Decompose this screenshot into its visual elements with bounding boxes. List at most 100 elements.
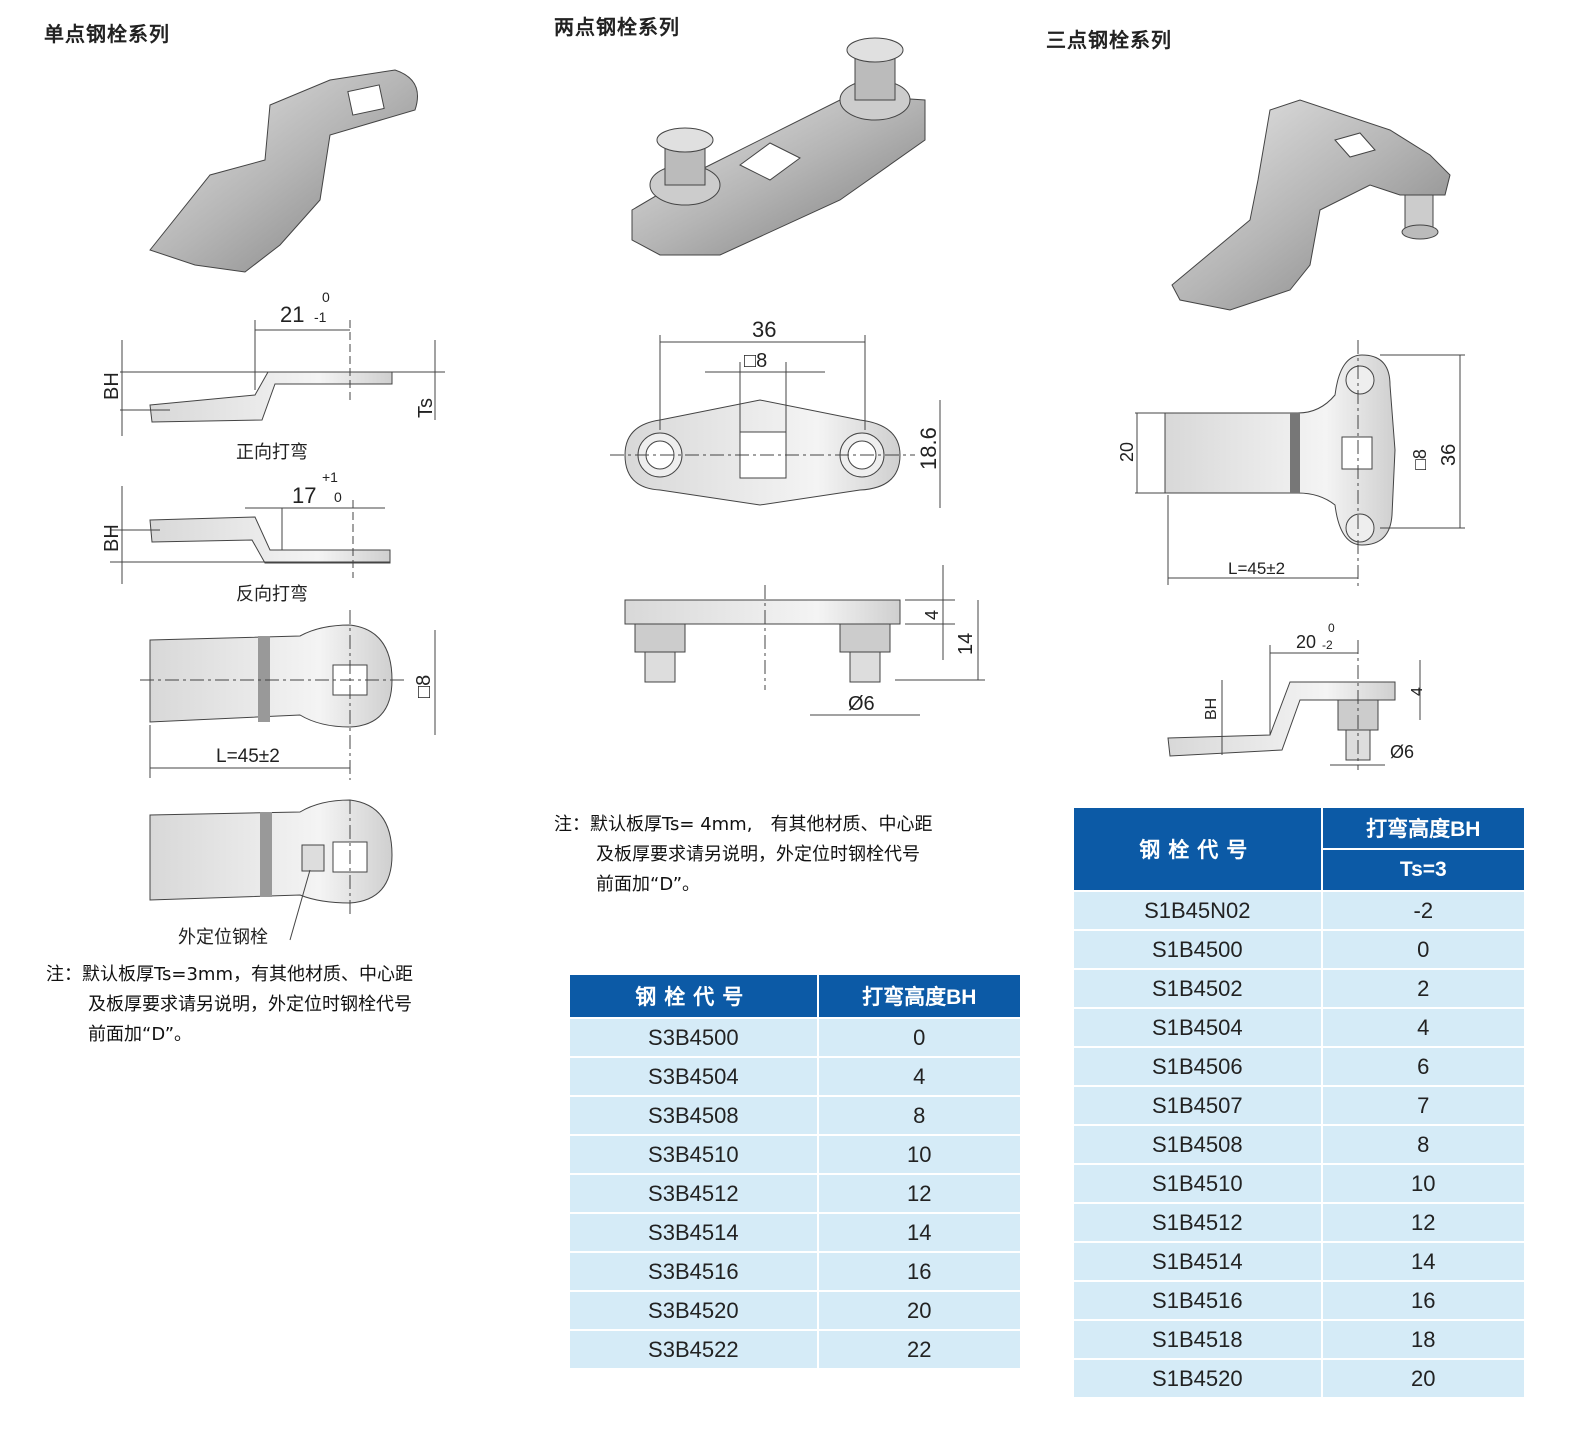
cell-code: S1B4520 — [1072, 1358, 1323, 1399]
cell-bh: 8 — [1320, 1124, 1527, 1165]
cell-bh: 8 — [816, 1095, 1023, 1136]
triple-latch-render — [1171, 99, 1451, 311]
cell-bh: 10 — [1320, 1163, 1527, 1204]
dim-36: 36 — [1438, 444, 1460, 466]
dim-14: 14 — [955, 633, 977, 655]
ts-label: Ts — [415, 398, 437, 418]
note-line: 注：默认板厚Ts= 4mm, 有其他材质、中心距 — [554, 814, 933, 835]
square-8-label: □8 — [413, 675, 435, 698]
single-latch-render — [149, 69, 418, 273]
length-label: L=45±2 — [1228, 559, 1285, 578]
cell-code: S1B45N02 — [1072, 890, 1323, 931]
table-row: S1B45N02-2 — [1072, 890, 1527, 931]
dim-20b: 20 — [1296, 632, 1316, 652]
cell-bh: 4 — [1320, 1007, 1527, 1048]
triple-top-view — [1135, 340, 1465, 590]
column-header-code: 钢栓代号 — [568, 973, 819, 1019]
cell-code: S1B4512 — [1072, 1202, 1323, 1243]
cell-bh: 14 — [1320, 1241, 1527, 1282]
cell-code: S1B4507 — [1072, 1085, 1323, 1126]
double-note: 注：默认板厚Ts= 4mm, 有其他材质、中心距 及板厚要求请另说明，外定位时钢… — [554, 810, 932, 900]
cell-bh: 6 — [1320, 1046, 1527, 1087]
dia-6: Ø6 — [1390, 742, 1414, 762]
dim-17: 17 — [292, 483, 316, 508]
cell-code: S1B4514 — [1072, 1241, 1323, 1282]
note-line: 注：默认板厚Ts=3mm，有其他材质、中心距 — [46, 964, 413, 985]
dim-20: 20 — [1117, 442, 1137, 462]
square-8-label: □8 — [744, 350, 767, 372]
cell-bh: 0 — [816, 1017, 1023, 1058]
double-latch-render — [631, 37, 926, 256]
dim-4: 4 — [1409, 687, 1426, 696]
bh-label: BH — [101, 372, 123, 400]
tol-21-upper: 0 — [322, 289, 330, 305]
column-subheader-ts: Ts=3 — [1320, 848, 1527, 892]
cell-bh: 20 — [1320, 1358, 1527, 1399]
cell-code: S1B4510 — [1072, 1163, 1323, 1204]
cell-bh: 14 — [816, 1212, 1023, 1253]
cell-code: S1B4506 — [1072, 1046, 1323, 1087]
section-title-triple: 三点钢栓系列 — [1046, 28, 1172, 52]
note-line: 及板厚要求请另说明，外定位时钢栓代号 — [596, 844, 920, 865]
single-note: 注：默认板厚Ts=3mm，有其他材质、中心距 及板厚要求请另说明，外定位时钢栓代… — [46, 960, 413, 1050]
cell-code: S1B4516 — [1072, 1280, 1323, 1321]
cell-bh: 18 — [1320, 1319, 1527, 1360]
single-reverse-bend-view — [110, 486, 391, 584]
cell-bh: 7 — [1320, 1085, 1527, 1126]
column-header-bh: 打弯高度BH — [1320, 806, 1527, 850]
tol-17-upper: +1 — [322, 469, 338, 485]
bh-label: BH — [1203, 698, 1220, 720]
dim-4: 4 — [922, 610, 942, 620]
tol-20-upper: 0 — [1328, 621, 1335, 635]
single-external-pin-view — [149, 799, 393, 941]
cell-bh: -2 — [1320, 890, 1527, 931]
cell-code: S1B4500 — [1072, 929, 1323, 970]
cell-code: S1B4504 — [1072, 1007, 1323, 1048]
reverse-bend-caption: 反向打弯 — [236, 584, 308, 604]
single-top-view — [140, 610, 436, 780]
cell-code: S3B4522 — [568, 1329, 819, 1370]
cell-code: S1B4508 — [1072, 1124, 1323, 1165]
cell-bh: 10 — [816, 1134, 1023, 1175]
dim-18-6: 18.6 — [916, 427, 941, 470]
cell-code: S1B4502 — [1072, 968, 1323, 1009]
cell-bh: 12 — [816, 1173, 1023, 1214]
forward-bend-caption: 正向打弯 — [236, 442, 308, 462]
double-side-view — [624, 565, 985, 716]
cell-code: S3B4510 — [568, 1134, 819, 1175]
single-forward-bend-view — [120, 320, 445, 436]
triple-side-view — [1167, 640, 1421, 770]
cell-code: S3B4512 — [568, 1173, 819, 1214]
cell-code: S3B4520 — [568, 1290, 819, 1331]
dim-36: 36 — [752, 317, 776, 342]
cell-bh: 20 — [816, 1290, 1023, 1331]
section-title-double: 两点钢栓系列 — [554, 15, 680, 39]
cell-code: S3B4514 — [568, 1212, 819, 1253]
cell-bh: 2 — [1320, 968, 1527, 1009]
external-pin-label: 外定位钢栓 — [178, 927, 268, 947]
cell-bh: 0 — [1320, 929, 1527, 970]
double-top-view — [610, 335, 941, 508]
cell-bh: 16 — [816, 1251, 1023, 1292]
note-line: 前面加“D”。 — [88, 1024, 193, 1045]
cell-code: S3B4504 — [568, 1056, 819, 1097]
